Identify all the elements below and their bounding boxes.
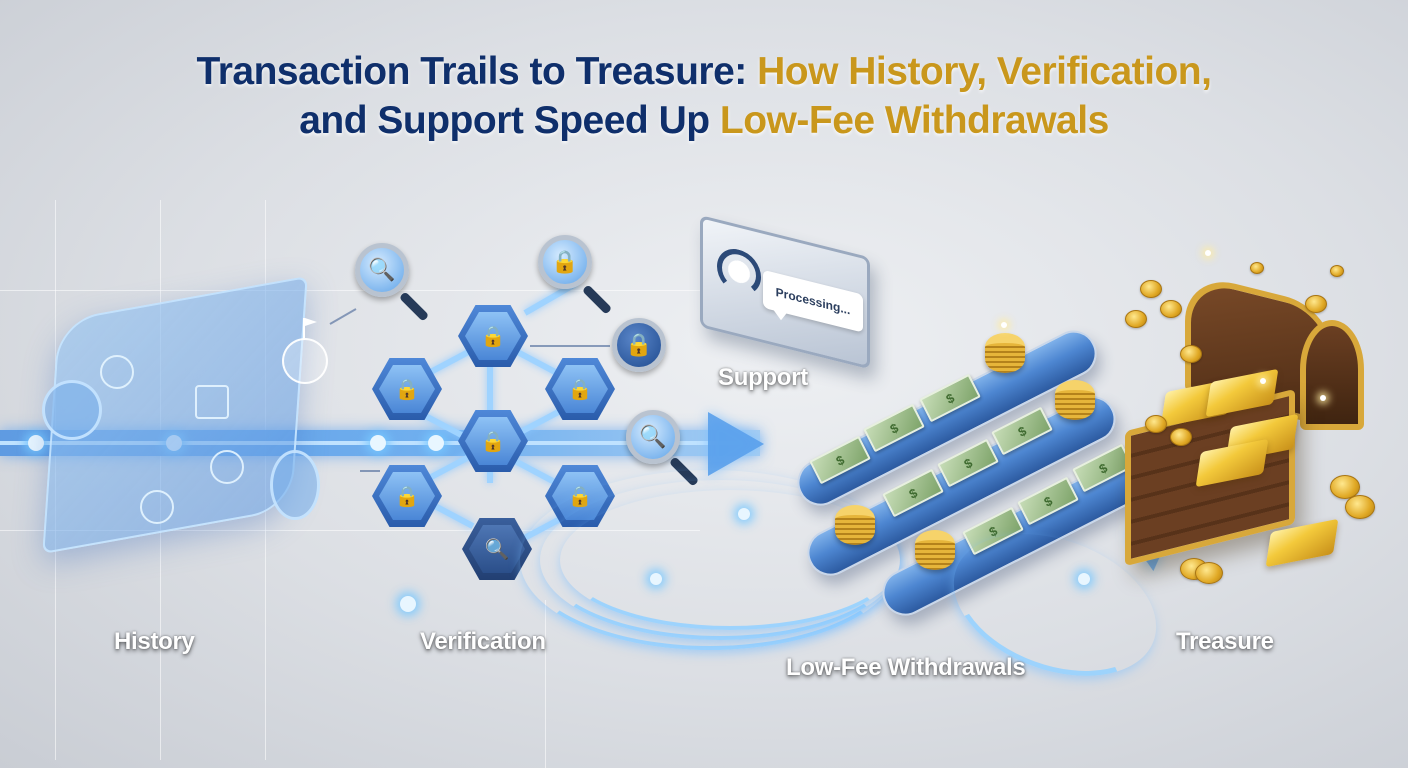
lock-magnifier-badge: 🔒 (538, 235, 592, 289)
lock-icon: 🔒 (480, 430, 506, 453)
grid-line (0, 290, 700, 291)
scroll-roll-top (42, 380, 102, 440)
lock-icon: 🔒 (394, 485, 420, 508)
title-line1-gold: How History, Verification, (757, 50, 1212, 93)
scroll-roll-bottom (270, 450, 320, 520)
magnifier-badge: 🔍 (626, 410, 680, 464)
page-title: Transaction Trails to Treasure: How Hist… (0, 48, 1408, 146)
connector-line (360, 470, 380, 472)
lock-node: 🔒 (458, 305, 528, 367)
lock-icon: 🔒 (567, 378, 593, 401)
document-icon (210, 450, 244, 484)
gold-coin-icon (1140, 280, 1162, 298)
trail-node (738, 508, 750, 520)
search-icon: 🔍 (484, 538, 510, 561)
stage-label-support: Support (718, 364, 808, 391)
gold-coin-icon (1170, 428, 1192, 446)
title-line1-navy: Transaction Trails to Treasure: (196, 50, 748, 93)
sparkle-icon (1205, 250, 1211, 256)
chest-lid-side (1300, 320, 1364, 430)
lock-node: 🔒 (545, 358, 615, 420)
magnifier-handle (581, 284, 613, 315)
sparkle-icon (1260, 378, 1266, 384)
lock-icon: 🔒 (625, 332, 653, 357)
support-card: Processing... (700, 215, 870, 370)
title-line2-gold: Low-Fee Withdrawals (719, 98, 1109, 142)
grid-line (0, 530, 700, 531)
trail-node (650, 573, 662, 585)
bank-icon (195, 385, 229, 419)
lock-node: 🔒 (545, 465, 615, 527)
processing-bubble: Processing... (763, 269, 863, 333)
search-icon: 🔍 (639, 424, 667, 449)
trail-node (400, 596, 416, 612)
headset-icon (717, 244, 761, 300)
lock-icon: 🔒 (394, 378, 420, 401)
trail-node (428, 435, 444, 451)
lock-icon: 🔒 (551, 249, 579, 274)
receipt-seal-icon (100, 355, 134, 389)
stage-label-history: History (114, 628, 195, 655)
stage-label-treasure: Treasure (1176, 628, 1274, 655)
coin-stack-icon (915, 530, 955, 570)
grid-line (545, 600, 546, 768)
search-icon: 🔍 (368, 257, 396, 282)
lock-search-badge: 🔒 (612, 318, 666, 372)
gold-coin-icon (1250, 262, 1264, 274)
gold-coin-icon (1160, 300, 1182, 318)
coin-stack-icon (1055, 380, 1095, 420)
trail-node (370, 435, 386, 451)
title-line2-navy: and Support Speed Up (299, 98, 710, 142)
magnifier-handle (398, 291, 430, 322)
flag-icon (303, 318, 317, 340)
gold-coin-icon (1345, 495, 1375, 519)
gold-coin-icon (1305, 295, 1327, 313)
gold-coin-icon (1145, 415, 1167, 433)
gold-coin-icon (1125, 310, 1147, 328)
coin-stack-icon (835, 505, 875, 545)
gold-coin-icon (1330, 265, 1344, 277)
globe-icon (140, 490, 174, 524)
sparkle-icon (1001, 322, 1007, 328)
coin-stack-icon (985, 333, 1025, 373)
trail-node (28, 435, 44, 451)
lock-icon: 🔒 (567, 485, 593, 508)
magnifier-badge: 🔍 (355, 243, 409, 297)
seal-stamp-icon (282, 338, 328, 384)
trail-node (1078, 573, 1090, 585)
gold-coin-icon (1195, 562, 1223, 584)
gold-coin-icon (1180, 345, 1202, 363)
lock-icon: 🔒 (480, 325, 506, 348)
connector-line (329, 308, 357, 325)
stage-label-verification: Verification (420, 628, 546, 655)
stage-label-withdrawals: Low-Fee Withdrawals (786, 654, 1026, 681)
trail-arrow-icon (708, 412, 764, 476)
sparkle-icon (1320, 395, 1326, 401)
connector-line (530, 345, 610, 347)
